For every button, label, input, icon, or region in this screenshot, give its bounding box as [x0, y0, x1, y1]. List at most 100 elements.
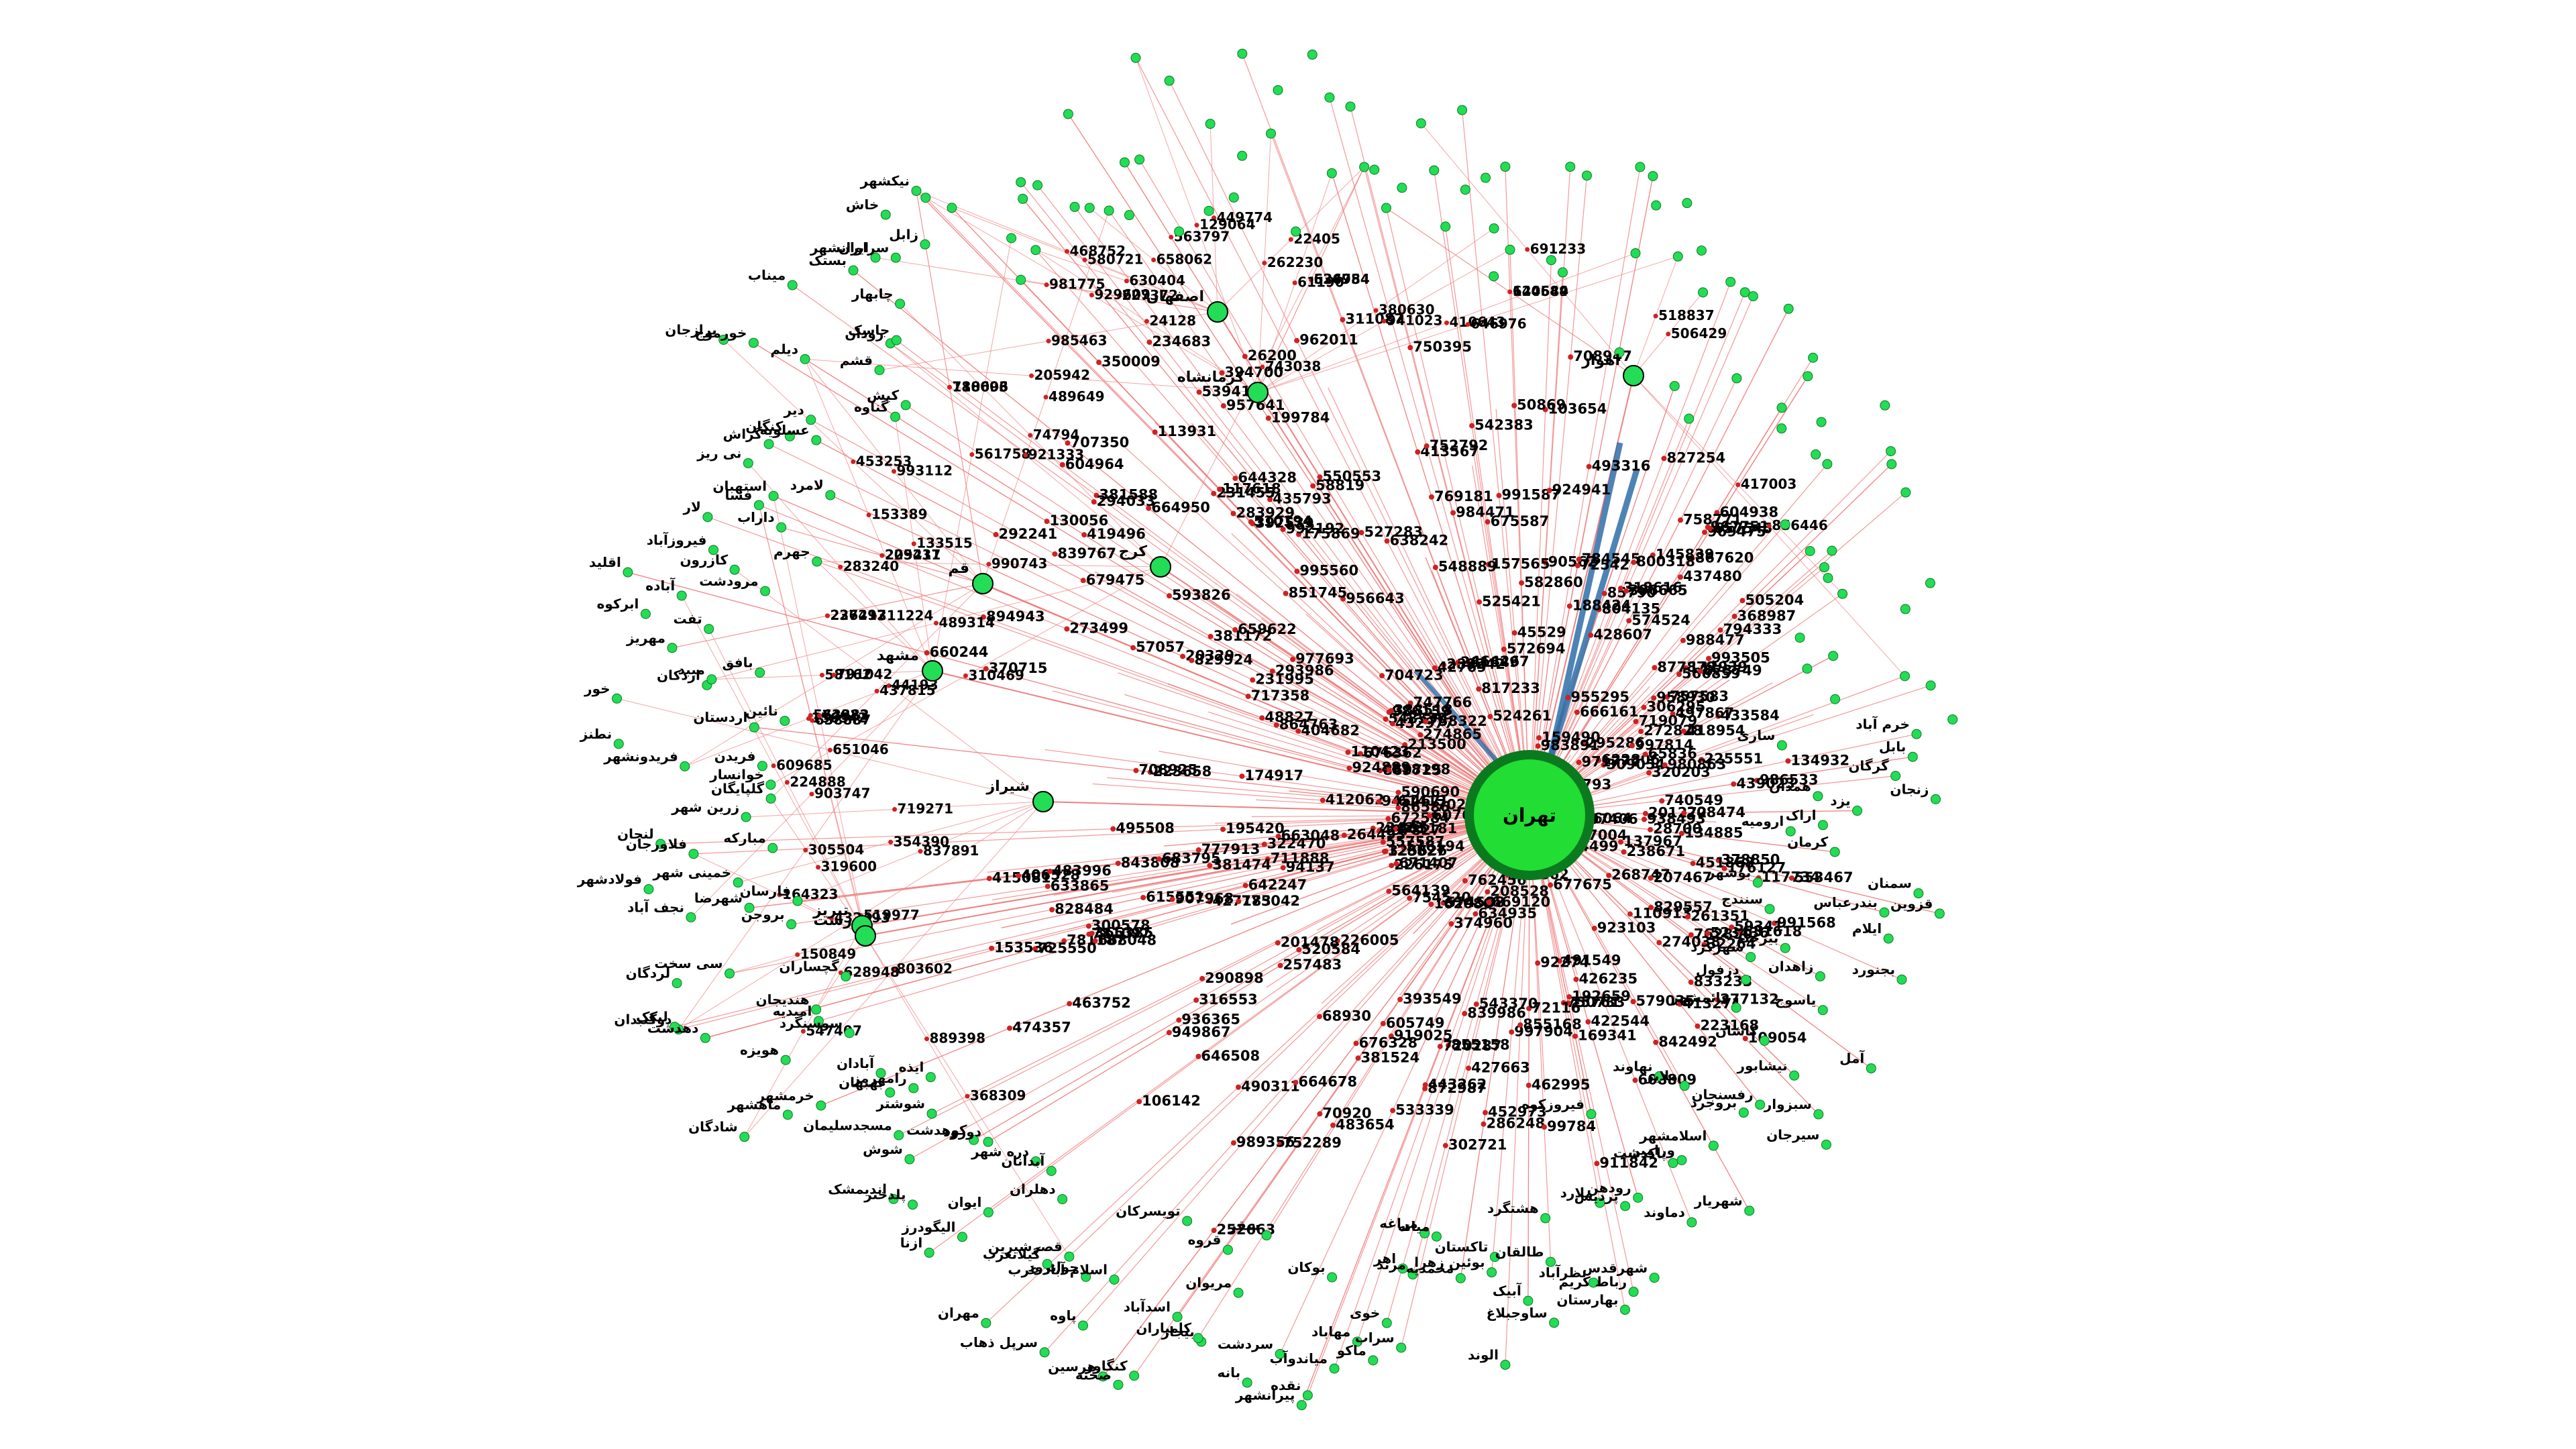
hub-to-secondary-edge: [932, 670, 1530, 816]
hub-node-circle[interactable]: [1464, 750, 1595, 880]
edge-marker: [1085, 923, 1091, 929]
edge-marker: [1110, 826, 1116, 832]
edge-marker: [1477, 599, 1483, 605]
city-node: [1725, 276, 1736, 287]
city-node: [1934, 908, 1945, 919]
city-node: [1407, 1269, 1418, 1280]
edge-marker: [947, 384, 952, 390]
hub-edge: [1022, 199, 1530, 816]
secondary-hub-label: قم: [948, 560, 969, 577]
edge-weight-label: 418954: [1686, 722, 1746, 739]
edge-weight-label: 225551: [1704, 751, 1763, 767]
edge-weight-label: 646508: [1201, 1048, 1260, 1064]
city-node: [743, 458, 753, 468]
hub-edge: [1044, 814, 1530, 1353]
edge-weight-label: 803602: [896, 961, 953, 977]
edge-marker: [1032, 946, 1038, 952]
edge-weight-label: 510194: [1254, 513, 1313, 529]
city-node-label: الوند: [1468, 1346, 1499, 1362]
city-node: [1006, 233, 1017, 244]
city-node: [1746, 952, 1756, 963]
edge-weight-label: 268747: [1611, 867, 1670, 883]
city-node-label: پیرانشهر: [1235, 1387, 1295, 1404]
city-node-label: آبدانان: [1001, 1152, 1045, 1169]
edge-marker: [1376, 828, 1382, 834]
city-node: [1739, 287, 1750, 298]
edge-weight-label: 837891: [923, 843, 979, 859]
edge-marker: [1626, 618, 1632, 624]
edge-marker: [1617, 839, 1623, 845]
edge-weight-label: 99784: [1547, 1118, 1596, 1134]
edge-marker: [1653, 1039, 1659, 1045]
edge-weight-label: 505181: [1399, 820, 1458, 837]
city-node-label: گرگان: [1848, 758, 1889, 774]
edge-weight-label: 92274: [1540, 955, 1589, 971]
edge-weight-label: 557587: [1386, 833, 1445, 849]
city-node: [1557, 267, 1568, 278]
edge-weight-label: 208474: [1686, 804, 1746, 820]
city-node-label: مرودشت: [699, 573, 758, 589]
edge-marker: [1194, 223, 1199, 228]
edge-marker: [1242, 882, 1248, 888]
secondary-hub-node: [1150, 556, 1171, 578]
edge-marker: [1230, 1140, 1236, 1146]
hub-edge: [1491, 814, 1530, 1273]
edge-marker: [1701, 942, 1707, 948]
edge-weight-label: 719271: [898, 800, 954, 816]
edge-marker: [1211, 490, 1217, 496]
edge-weight-label: 22405: [1293, 231, 1340, 247]
city-node-label: ساوجبلاغ: [1487, 1305, 1548, 1321]
city-node: [1237, 48, 1248, 59]
city-node: [739, 1132, 750, 1142]
edge-weight-label: 374960: [1454, 915, 1513, 931]
city-node: [1057, 1194, 1068, 1205]
hub-edge: [627, 572, 1530, 816]
city-node: [1032, 180, 1043, 191]
edge-weight-label: 231455: [1216, 485, 1275, 501]
edge-weight-label: 992192: [1286, 521, 1345, 537]
edge-marker: [1386, 888, 1392, 894]
edge-marker: [1731, 781, 1737, 787]
edge-marker: [1574, 709, 1580, 715]
city-node: [1381, 203, 1391, 213]
edge-marker: [1207, 863, 1213, 869]
city-node: [1789, 1070, 1800, 1081]
edge-weight-label: 365385: [1095, 924, 1154, 941]
secondary-hub-label: شیراز: [985, 778, 1030, 795]
edge-marker: [1432, 564, 1438, 570]
hub-edge: [1386, 814, 1530, 1324]
edge-marker: [1680, 637, 1686, 643]
edge-marker: [1424, 443, 1430, 449]
city-node-label: اسلامشهر: [1639, 1128, 1707, 1144]
hub-node[interactable]: تهران: [1464, 750, 1595, 880]
edge-weight-label: 986159: [1392, 704, 1451, 720]
city-node: [1620, 1201, 1631, 1212]
edge-weight-label: 453253: [856, 453, 912, 469]
hub-edge: [928, 814, 1530, 1253]
city-node-label: دیلم: [770, 341, 798, 357]
city-node: [816, 1100, 826, 1111]
hub-edge: [1102, 814, 1530, 1377]
edge-marker: [828, 916, 834, 921]
edge-weight-label: 984471: [1456, 504, 1515, 520]
hub-edge: [1529, 814, 1626, 1310]
edge-marker: [1638, 729, 1644, 735]
edge-weight-label: 543370: [1479, 996, 1538, 1012]
edge-weight-label: 452973: [1488, 1104, 1547, 1120]
edge-marker: [819, 672, 824, 678]
edge-weight-label: 433584: [1721, 708, 1780, 724]
edge-marker: [1136, 1099, 1142, 1105]
city-node-label: میانه: [1398, 1218, 1430, 1234]
edge-marker: [1485, 561, 1491, 568]
edge-marker: [1064, 626, 1070, 632]
edge-weight-label: 437480: [1683, 568, 1742, 584]
edge-marker: [872, 614, 877, 619]
city-node: [1265, 128, 1276, 139]
city-node: [1487, 1267, 1497, 1278]
edge-marker: [1115, 860, 1121, 866]
edge-weight-label: 85790: [1607, 585, 1656, 601]
edge-marker: [1689, 555, 1695, 561]
city-node-label: لامرد: [790, 477, 824, 493]
city-node-label: رودان: [845, 325, 883, 341]
edge-marker: [1442, 1142, 1448, 1148]
